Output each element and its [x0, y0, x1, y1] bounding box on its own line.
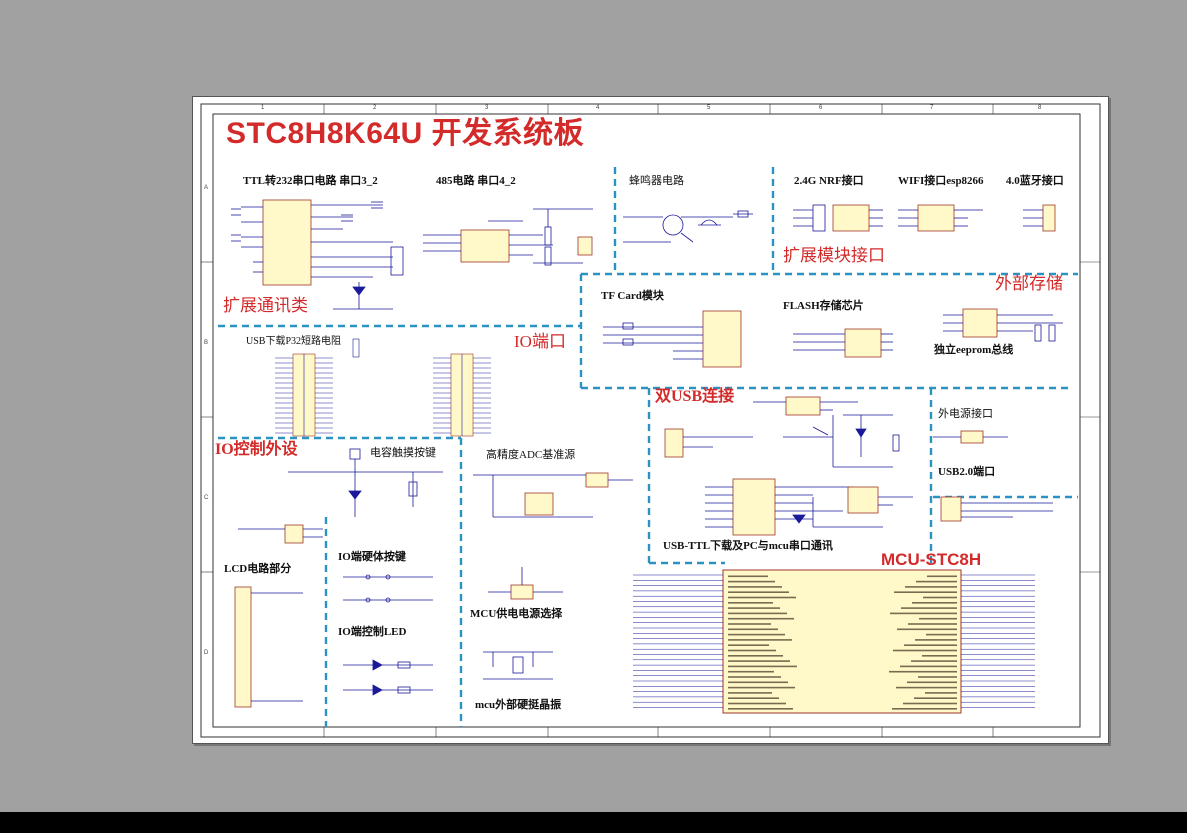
label-wifi: WIFI接口esp8266 [898, 175, 984, 187]
schematic-drawing [200, 103, 1101, 738]
label-lcd: LCD电路部分 [224, 563, 292, 575]
label-crystal: mcu外部硬挺晶振 [475, 699, 562, 711]
label-flash: FLASH存储芯片 [783, 300, 864, 312]
label-io-led: IO端控制LED [338, 626, 407, 638]
schematic-sheet: STC8H8K64U 开发系统板 TTL转232串口电路 串口3_2 485电路… [192, 96, 1109, 744]
border-row-a: A [204, 185, 209, 191]
label-io-periph: IO控制外设 [215, 441, 298, 458]
border-col-3: 3 [485, 105, 489, 111]
label-nrf: 2.4G NRF接口 [794, 175, 864, 187]
label-usb-p32: USB下载P32短路电阻 [246, 336, 342, 347]
label-bluetooth: 4.0蓝牙接口 [1006, 175, 1064, 187]
label-rs485: 485电路 串口4_2 [436, 175, 516, 187]
label-adc: 高精度ADC基准源 [486, 449, 576, 461]
border-col-2: 2 [373, 105, 377, 111]
label-buzzer: 蜂鸣器电路 [629, 175, 684, 187]
border-col-6: 6 [819, 105, 823, 111]
label-io-key: IO端硬体按键 [338, 551, 406, 563]
label-ext-comm: 扩展通讯类 [223, 296, 308, 315]
label-dual-usb: 双USB连接 [655, 388, 735, 405]
label-io-port: IO端口 [514, 332, 566, 351]
border-col-1: 1 [261, 105, 265, 111]
border-row-c: C [204, 495, 209, 501]
label-tf-card: TF Card模块 [601, 290, 664, 302]
label-mcu: MCU-STC8H [881, 550, 982, 569]
label-ext-power: 外电源接口 [938, 408, 993, 420]
label-ext-storage: 外部存储 [995, 274, 1063, 293]
label-ext-module: 扩展模块接口 [783, 246, 885, 265]
border-row-b: B [204, 340, 209, 346]
label-ttl-232: TTL转232串口电路 串口3_2 [243, 175, 378, 187]
bottom-black-bar [0, 812, 1187, 833]
label-touch: 电容触摸按键 [370, 447, 436, 459]
border-col-4: 4 [596, 105, 600, 111]
label-mcu-power: MCU供电电源选择 [470, 608, 563, 620]
border-row-d: D [204, 650, 209, 656]
label-eeprom: 独立eeprom总线 [934, 344, 1014, 356]
label-usb2: USB2.0端口 [938, 466, 996, 478]
border-col-8: 8 [1038, 105, 1042, 111]
border-col-7: 7 [930, 105, 934, 111]
board-title: STC8H8K64U 开发系统板 [226, 117, 585, 150]
border-col-5: 5 [707, 105, 711, 111]
label-usb-ttl: USB-TTL下载及PC与mcu串口通讯 [663, 540, 833, 552]
